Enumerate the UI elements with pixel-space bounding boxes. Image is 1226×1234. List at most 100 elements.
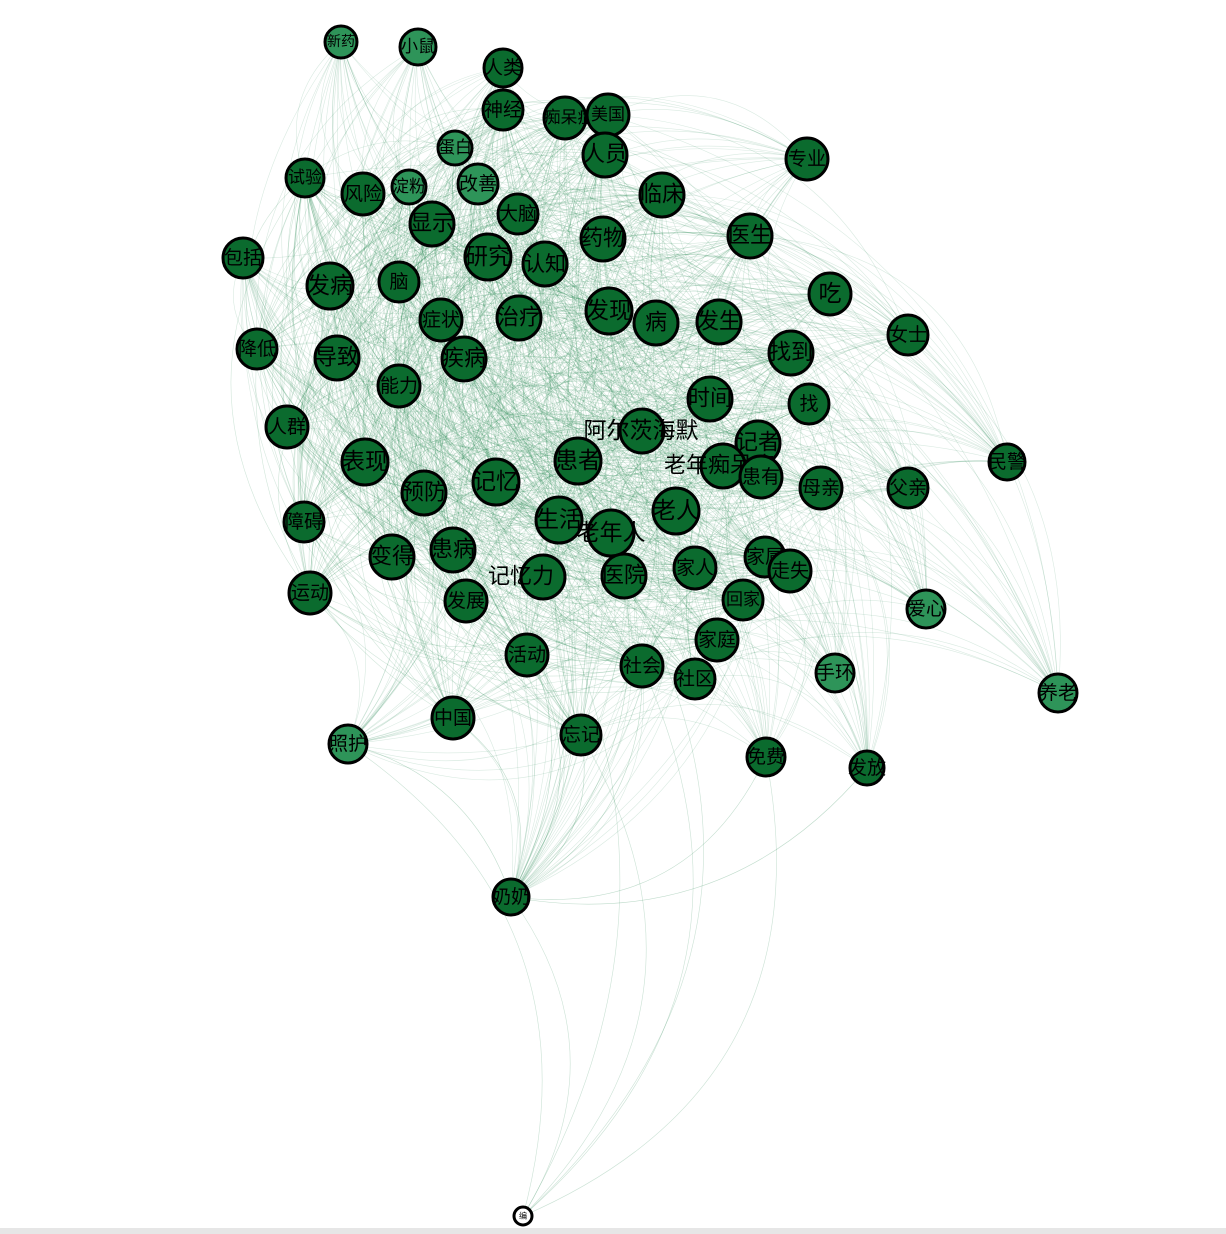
node-小鼠[interactable]: 小鼠	[398, 27, 438, 67]
node-预防[interactable]: 预防	[400, 469, 448, 517]
edge	[592, 310, 718, 641]
edge	[423, 341, 792, 494]
edge	[281, 41, 366, 463]
node-养老[interactable]: 养老	[1037, 672, 1079, 714]
node-社区[interactable]: 社区	[673, 657, 717, 701]
node-人员[interactable]: 人员	[581, 131, 629, 179]
edge	[277, 357, 338, 594]
node-女士[interactable]: 女士	[886, 313, 930, 357]
node-认知[interactable]: 认知	[521, 240, 569, 288]
node-手环[interactable]: 手环	[814, 652, 856, 694]
node-运动[interactable]: 运动	[287, 570, 333, 616]
node-layer: 新药小鼠人类神经痴呆症美国蛋白人员专业试验风险淀粉改善临床显示大脑医生药物包括研…	[221, 24, 1079, 1227]
edge	[829, 293, 1061, 694]
node-奶奶[interactable]: 奶奶	[491, 877, 531, 917]
node-找[interactable]: 找	[787, 382, 831, 426]
node-老年人[interactable]: 老年人	[577, 508, 646, 558]
node-中国[interactable]: 中国	[430, 695, 476, 741]
edge	[452, 489, 677, 551]
edge	[423, 492, 582, 736]
node-发现[interactable]: 发现	[584, 286, 634, 336]
node-患有[interactable]: 患有	[738, 454, 784, 500]
node-发生[interactable]: 发生	[695, 298, 743, 346]
edge	[655, 322, 1059, 694]
node-发放[interactable]: 发放	[848, 749, 886, 787]
edge	[349, 46, 425, 494]
node-显示[interactable]: 显示	[408, 200, 456, 248]
edge	[397, 67, 504, 283]
node-患病[interactable]: 患病	[429, 526, 477, 574]
node-发展[interactable]: 发展	[443, 578, 489, 624]
node-免费[interactable]: 免费	[745, 736, 787, 778]
node-能力[interactable]: 能力	[376, 363, 422, 409]
node-脑[interactable]: 脑	[377, 260, 421, 304]
node-走失[interactable]: 走失	[767, 548, 813, 594]
edge	[502, 109, 792, 354]
node-变得[interactable]: 变得	[368, 533, 416, 581]
edge	[242, 257, 579, 462]
edge	[452, 334, 909, 719]
node-医院[interactable]: 医院	[600, 552, 648, 600]
node-回家[interactable]: 回家	[721, 578, 765, 622]
edge	[477, 181, 1008, 463]
node-研究[interactable]: 研究	[463, 232, 513, 282]
node-表现[interactable]: 表现	[340, 437, 390, 487]
node-isolated[interactable]: 编	[512, 1205, 534, 1227]
node-降低[interactable]: 降低	[235, 327, 279, 371]
node-新药[interactable]: 新药	[323, 24, 359, 60]
node-记忆[interactable]: 记忆	[471, 457, 521, 507]
node-父亲[interactable]: 父亲	[886, 466, 930, 510]
node-circle	[368, 533, 416, 581]
node-障碍[interactable]: 障碍	[282, 500, 326, 544]
node-改善[interactable]: 改善	[456, 162, 500, 206]
node-专业[interactable]: 专业	[784, 136, 830, 182]
node-时间[interactable]: 时间	[686, 375, 734, 423]
node-患者[interactable]: 患者	[553, 436, 603, 486]
node-爱心[interactable]: 爱心	[905, 588, 947, 630]
node-生活[interactable]: 生活	[534, 495, 584, 545]
edge	[510, 654, 565, 898]
node-药物[interactable]: 药物	[579, 215, 627, 263]
node-老人[interactable]: 老人	[651, 486, 701, 536]
node-社会[interactable]: 社会	[619, 643, 665, 689]
node-人群[interactable]: 人群	[264, 404, 310, 450]
node-吃[interactable]: 吃	[807, 271, 853, 317]
node-包括[interactable]: 包括	[221, 236, 265, 280]
edge	[542, 430, 643, 578]
node-神经[interactable]: 神经	[481, 88, 525, 132]
node-医生[interactable]: 医生	[726, 212, 774, 260]
node-label: 风险	[344, 183, 382, 205]
node-家庭[interactable]: 家庭	[694, 617, 740, 663]
edge	[333, 186, 410, 359]
node-症状[interactable]: 症状	[418, 297, 464, 343]
node-淀粉[interactable]: 淀粉	[390, 168, 428, 206]
edge	[542, 464, 724, 578]
node-记忆力[interactable]: 记忆力	[488, 553, 567, 601]
node-人类[interactable]: 人类	[482, 47, 524, 89]
node-疾病[interactable]: 疾病	[440, 335, 488, 383]
node-风险[interactable]: 风险	[340, 171, 386, 217]
node-找到[interactable]: 找到	[767, 329, 815, 377]
node-照护[interactable]: 照护	[327, 723, 369, 765]
node-病[interactable]: 病	[632, 299, 680, 347]
node-label: 社会	[623, 655, 661, 677]
node-试验[interactable]: 试验	[284, 157, 326, 199]
node-导致[interactable]: 导致	[313, 334, 361, 382]
node-发病[interactable]: 发病	[305, 261, 355, 311]
edge	[457, 67, 612, 534]
edge	[463, 358, 677, 512]
node-治疗[interactable]: 治疗	[495, 294, 543, 342]
node-家人[interactable]: 家人	[672, 545, 718, 591]
node-活动[interactable]: 活动	[504, 632, 550, 678]
node-忘记[interactable]: 忘记	[559, 713, 603, 757]
node-美国[interactable]: 美国	[585, 92, 631, 138]
node-蛋白[interactable]: 蛋白	[436, 129, 474, 167]
node-大脑[interactable]: 大脑	[496, 192, 540, 236]
edge	[515, 213, 677, 512]
node-母亲[interactable]: 母亲	[798, 465, 844, 511]
node-阿尔茨海默[interactable]: 阿尔茨海默	[584, 407, 699, 455]
node-临床[interactable]: 临床	[638, 171, 686, 219]
node-民警[interactable]: 民警	[987, 442, 1027, 482]
node-label: 病	[645, 311, 667, 336]
